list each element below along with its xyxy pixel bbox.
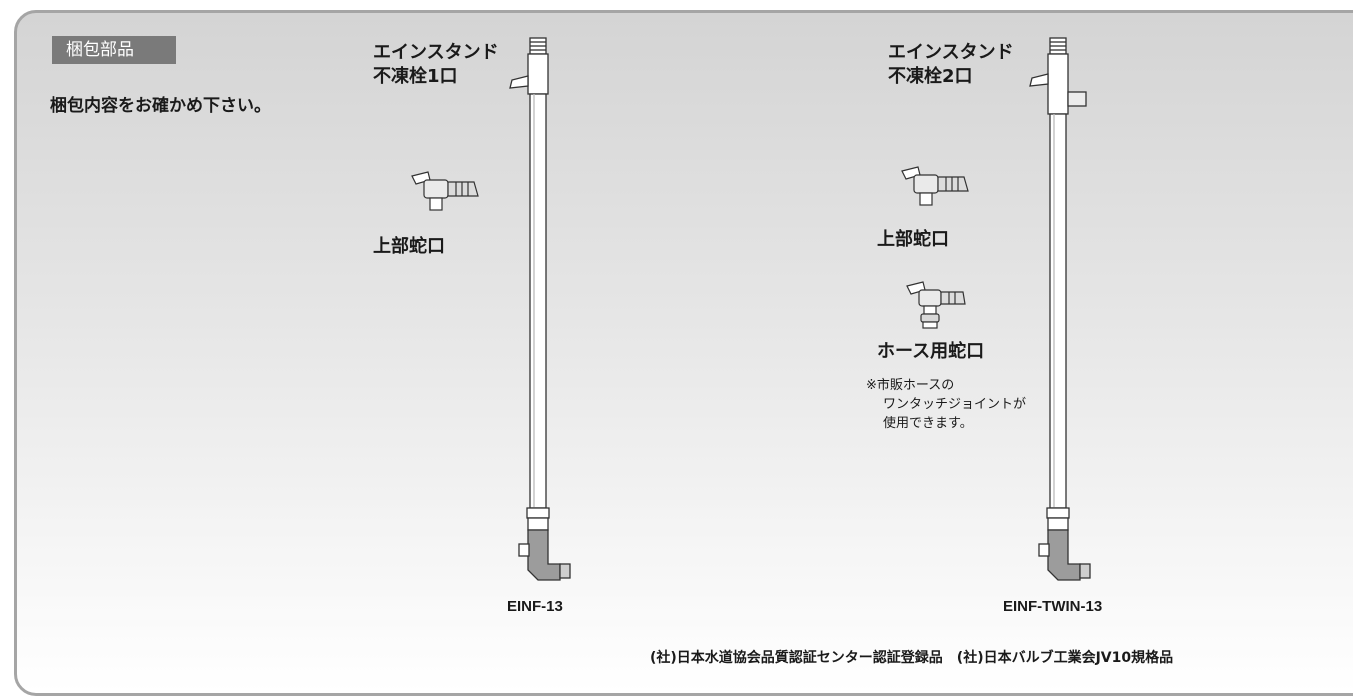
certification-footer: (社)日本水道協会品質認証センター認証登録品 (社)日本バルブ工業会JV10規格…	[650, 650, 1174, 666]
product-2-name-line1: エインスタンド	[888, 42, 1014, 63]
product-1-name: エインスタンド 不凍栓1口	[373, 41, 499, 89]
hose-faucet-label: ホース用蛇口	[877, 341, 985, 362]
model-1: EINF-13	[507, 598, 563, 615]
product-2-name: エインスタンド 不凍栓2口	[888, 41, 1014, 89]
hose-note-line3: 使用できます。	[883, 416, 973, 431]
section-badge: 梱包部品	[52, 36, 176, 64]
upper-faucet-2-icon	[901, 166, 969, 206]
model-2: EINF-TWIN-13	[1003, 598, 1103, 615]
packing-parts-panel	[14, 10, 1353, 696]
hose-note-line1: ※市販ホースの	[866, 378, 955, 393]
hose-note: ※市販ホースの ワンタッチジョイントが 使用できます。	[866, 376, 1026, 433]
upper-faucet-2-label: 上部蛇口	[877, 229, 949, 250]
standpipe-2-illustration	[1029, 37, 1091, 581]
hose-note-line2: ワンタッチジョイントが	[883, 397, 1027, 412]
hose-faucet-icon	[906, 281, 966, 329]
product-2-name-line2: 不凍栓2口	[888, 66, 973, 87]
product-1-name-line1: エインスタンド	[373, 42, 499, 63]
upper-faucet-1-icon	[411, 171, 479, 211]
upper-faucet-1-label: 上部蛇口	[373, 236, 445, 257]
product-1-name-line2: 不凍栓1口	[373, 66, 458, 87]
standpipe-1-illustration	[509, 37, 571, 581]
intro-text: 梱包内容をお確かめ下さい。	[50, 96, 271, 116]
